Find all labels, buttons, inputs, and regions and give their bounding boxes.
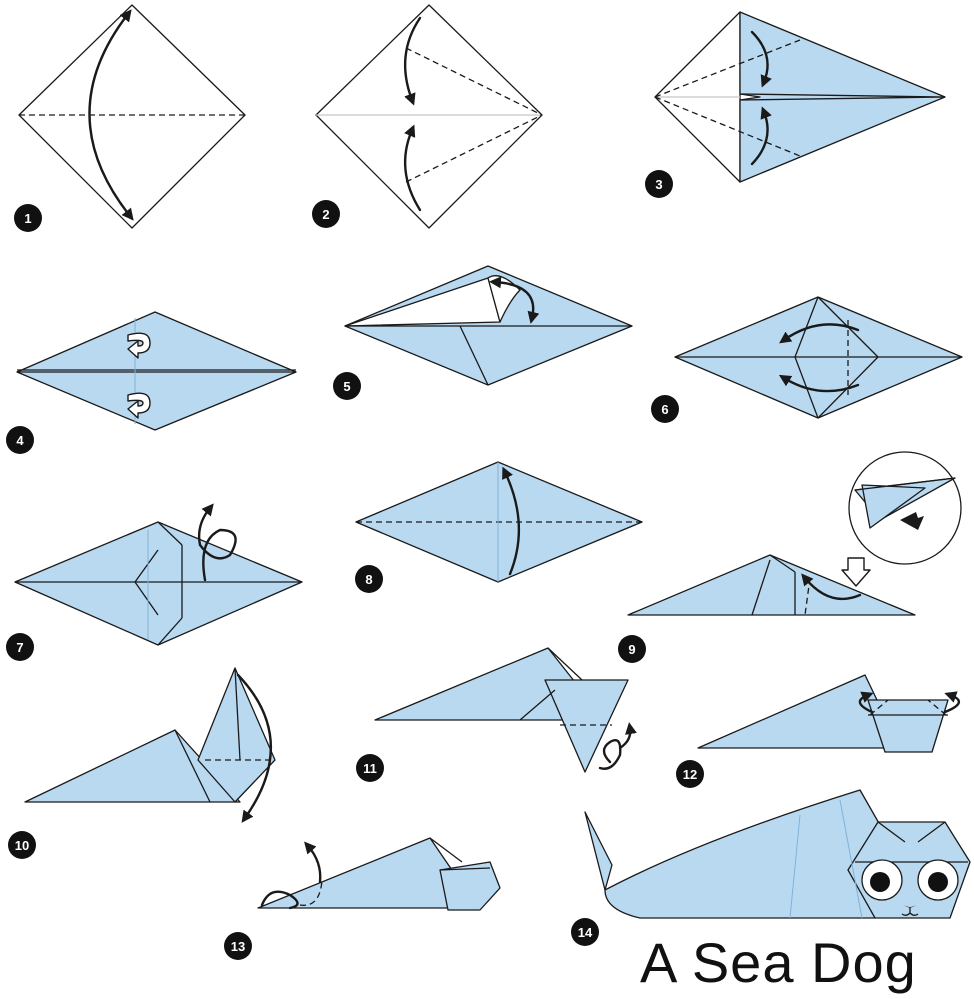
step-9-diagram (627, 451, 962, 616)
step-badge-13: 13 (224, 932, 252, 960)
step-1-diagram (18, 4, 246, 229)
step-badge-1: 1 (14, 204, 42, 232)
step-7-diagram (14, 503, 303, 646)
step-badge-9: 9 (618, 635, 646, 663)
step-badge-3: 3 (645, 170, 673, 198)
step-label: 11 (363, 761, 377, 776)
step-label: 10 (15, 838, 29, 853)
step-label: 8 (365, 572, 372, 587)
step-label: 5 (343, 379, 350, 394)
step-label: 3 (655, 177, 662, 192)
step-label: 13 (231, 939, 245, 954)
step-label: 4 (16, 433, 24, 448)
diagram-title: A Sea Dog (640, 931, 917, 994)
step-badge-2: 2 (312, 200, 340, 228)
step-badge-12: 12 (676, 760, 704, 788)
step-label: 9 (628, 642, 635, 657)
step-label: 14 (578, 925, 593, 940)
step-6-diagram (674, 296, 963, 419)
step-12-diagram (697, 674, 960, 753)
step-label: 2 (322, 207, 329, 222)
step-badge-7: 7 (6, 633, 34, 661)
step-3-diagram (654, 11, 946, 183)
step-4-diagram (16, 311, 297, 431)
step-badge-5: 5 (333, 372, 361, 400)
step-11-diagram (374, 647, 637, 773)
step-10-diagram (24, 667, 276, 823)
step-8-diagram (355, 461, 643, 583)
step-13-diagram (257, 837, 501, 911)
step-14-diagram (584, 789, 971, 919)
step-badge-11: 11 (356, 754, 384, 782)
step-badge-8: 8 (355, 565, 383, 593)
step-5-diagram (344, 265, 633, 386)
step-badge-10: 10 (8, 831, 36, 859)
nose-icon (904, 905, 916, 908)
step-label: 12 (683, 767, 697, 782)
step-badge-6: 6 (651, 395, 679, 423)
step-2-diagram (315, 4, 543, 229)
step-label: 6 (661, 402, 668, 417)
step-badge-4: 4 (6, 426, 34, 454)
step-label: 7 (16, 640, 23, 655)
step-badge-14: 14 (571, 918, 599, 946)
step-label: 1 (24, 211, 31, 226)
